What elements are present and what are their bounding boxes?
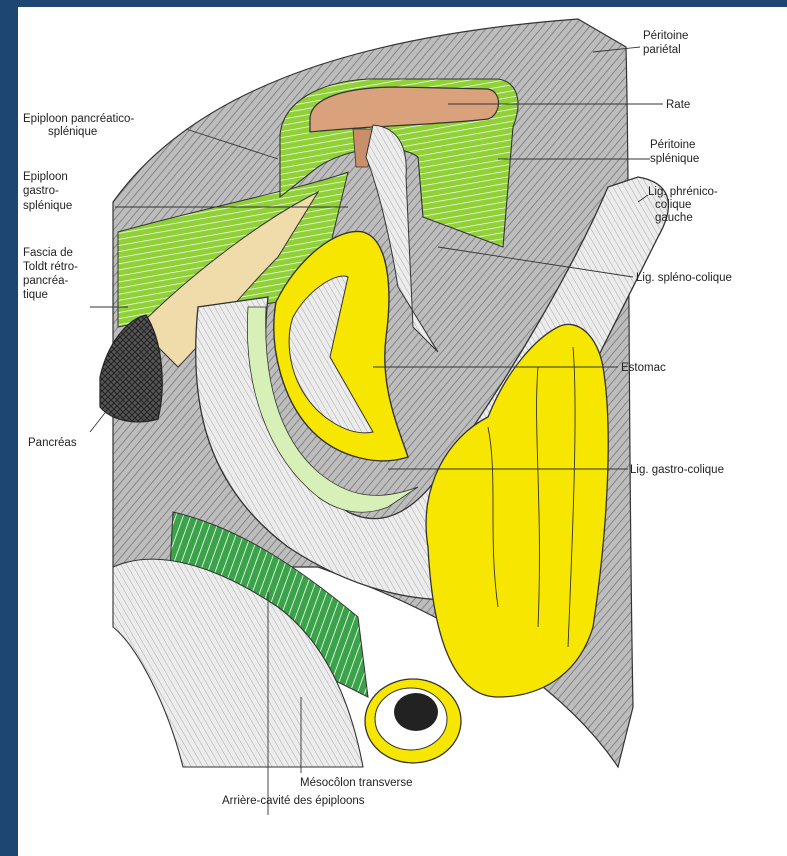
label-fascia-toldt-3: pancréa- [23,275,69,287]
label-lig-phrenico-3: gauche [655,212,693,224]
label-mesocolon: Mésocôlon transverse [300,777,413,789]
label-fascia-toldt-2: Toldt rétro- [23,261,78,273]
label-epiploon-gastro-3: splénique [23,200,72,212]
colon-lumen-dark [394,693,438,731]
label-fascia-toldt-4: tique [23,289,48,301]
label-fascia-toldt-1: Fascia de [23,247,73,259]
lower-mesentery [113,559,363,767]
label-arriere-cavite: Arrière-cavité des épiploons [222,795,365,807]
label-lig-phrenico-2: colique [655,199,691,211]
label-lig-spleno: Lig. spléno-colique [636,272,732,284]
label-peritoine-splenique-1: Péritoine [650,139,695,151]
label-epiploon-pancreatico-1: Epiploon pancréatico- [23,113,134,125]
label-estomac: Estomac [621,362,666,374]
label-lig-phrenico-1: Lig. phrénico- [648,186,718,198]
label-peritoine-splenique-2: splénique [650,153,699,165]
label-peritoine-parietal-2: pariétal [643,44,681,56]
label-pancreas: Pancréas [28,437,77,449]
label-epiploon-gastro-1: Epiploon [23,171,68,183]
illustration-panel: Péritoine pariétal Rate Epiploon pancréa… [18,7,787,856]
label-epiploon-gastro-2: gastro- [23,185,59,197]
pancreas [100,315,162,422]
label-rate: Rate [666,99,690,111]
label-epiploon-pancreatico-2: splénique [48,126,97,138]
label-lig-gastro: Lig. gastro-colique [630,464,724,476]
label-peritoine-parietal-1: Péritoine [643,30,688,42]
anatomy-diagram: Péritoine pariétal Rate Epiploon pancréa… [18,7,787,856]
